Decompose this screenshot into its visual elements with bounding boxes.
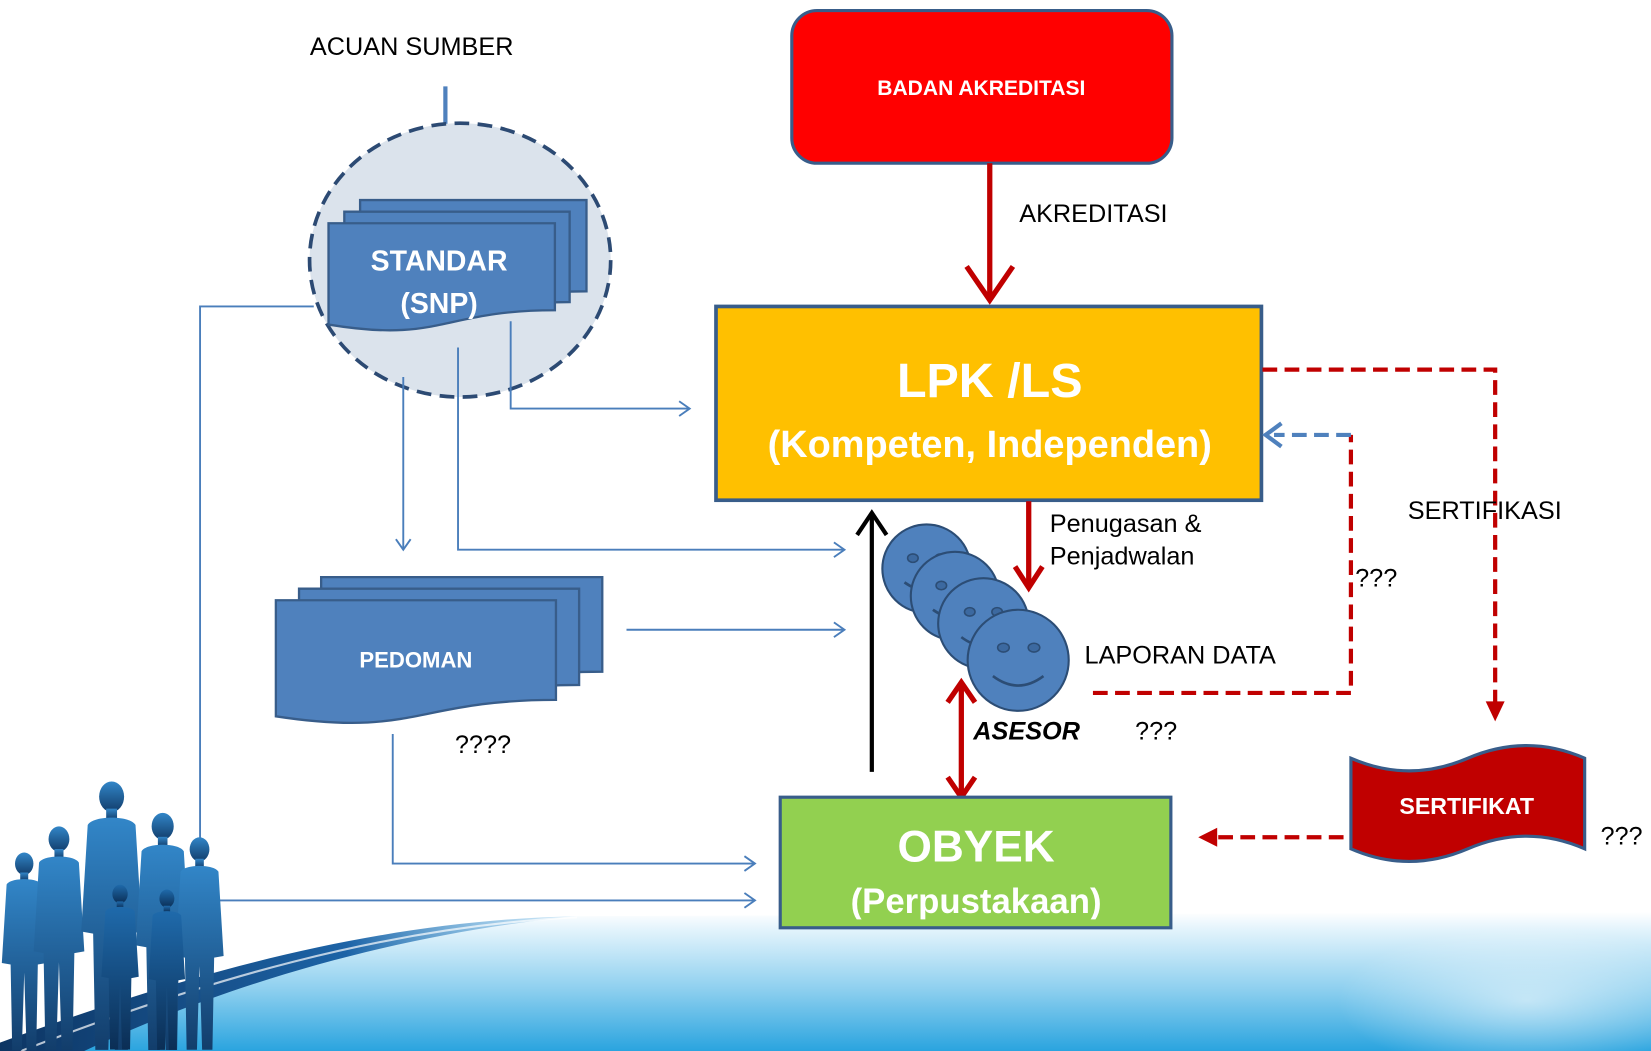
connector-guideline-to-assessor xyxy=(626,621,847,638)
arrowhead xyxy=(743,892,757,909)
lpk-subtitle: (Kompeten, Independen) xyxy=(768,424,1212,466)
eye xyxy=(935,580,948,591)
arrowhead xyxy=(1198,827,1218,847)
arrowhead xyxy=(1012,565,1045,593)
arrow-line xyxy=(1262,367,1498,704)
arrowhead xyxy=(833,621,847,638)
connector-line xyxy=(391,734,755,865)
connector-line xyxy=(199,305,755,902)
document-sheet xyxy=(327,222,557,332)
arrowhead xyxy=(855,509,889,537)
assessor-question: ??? xyxy=(1135,717,1177,745)
decorative-swoosh xyxy=(0,916,578,1051)
assignment-flow-label-line2: Penjadwalan xyxy=(1050,542,1195,570)
face-circle xyxy=(966,608,1070,712)
certification-flow-label: SERTIFIKASI xyxy=(1408,497,1562,525)
object-box xyxy=(778,795,1173,930)
connector-standard-to-guideline xyxy=(395,377,412,552)
business-people-silhouette xyxy=(1,781,224,1051)
accreditation-body-box xyxy=(790,8,1174,165)
smiley-face-icon xyxy=(966,608,1070,712)
assessor-label: ASESOR xyxy=(972,717,1080,745)
object-subtitle: (Perpustakaan) xyxy=(851,883,1102,921)
certificate-to-object-arrow xyxy=(1198,827,1344,847)
arrowhead xyxy=(1262,421,1283,449)
arrowhead xyxy=(678,400,692,417)
guideline-label: PEDOMAN xyxy=(359,648,472,673)
bottom-banner xyxy=(0,911,1651,1051)
assessor-group xyxy=(881,523,1070,712)
eye xyxy=(963,606,976,617)
guideline-document-stack: PEDOMAN xyxy=(274,575,604,725)
object-to-lpk-arrow xyxy=(855,509,889,772)
certificate-label: SERTIFIKAT xyxy=(1399,793,1534,819)
smile xyxy=(992,675,1045,687)
guideline-question: ???? xyxy=(455,731,511,759)
connector-line xyxy=(509,321,690,410)
accreditation-flow-label: AKREDITASI xyxy=(1019,200,1167,228)
eye xyxy=(996,642,1011,653)
connector-guideline-to-object xyxy=(391,734,757,872)
eye xyxy=(906,553,919,564)
arrowhead xyxy=(945,677,978,704)
certificate-shape xyxy=(1349,744,1587,864)
document-sheet xyxy=(274,599,558,725)
connector-standard-to-object xyxy=(199,305,757,909)
arrowhead xyxy=(833,541,847,558)
object-title: OBYEK xyxy=(897,822,1054,871)
connector-standard-to-lpk xyxy=(509,321,692,417)
report-flow-question: ??? xyxy=(1355,565,1397,593)
certificate-question: ??? xyxy=(1600,823,1642,851)
eye xyxy=(1027,642,1041,653)
arrowhead xyxy=(395,538,412,552)
source-label: ACUAN SUMBER xyxy=(310,33,514,61)
standard-label-line2: (SNP) xyxy=(400,288,477,320)
connector-standard-to-assessor xyxy=(457,347,847,558)
arrowhead xyxy=(743,855,757,872)
assignment-arrow xyxy=(1012,501,1045,593)
arrowhead xyxy=(1485,701,1505,722)
standard-document-stack: STANDAR (SNP) xyxy=(327,198,588,332)
lpk-box xyxy=(714,304,1264,503)
arrow-line xyxy=(1092,434,1354,696)
accreditation-arrow xyxy=(964,163,1016,305)
assessor-object-arrow xyxy=(945,677,978,802)
banner-glow xyxy=(1337,926,1651,1051)
accreditation-body-label: BADAN AKREDITASI xyxy=(877,77,1085,100)
report-flow-label: LAPORAN DATA xyxy=(1085,641,1277,669)
report-data-arrow xyxy=(1092,421,1354,696)
lpk-title: LPK /LS xyxy=(897,354,1083,408)
connector-line xyxy=(457,347,845,551)
assignment-flow-label-line1: Penugasan & xyxy=(1050,510,1202,538)
arrowhead xyxy=(964,264,1016,305)
certification-arrow xyxy=(1262,367,1505,722)
standard-label-line1: STANDAR xyxy=(371,246,508,278)
